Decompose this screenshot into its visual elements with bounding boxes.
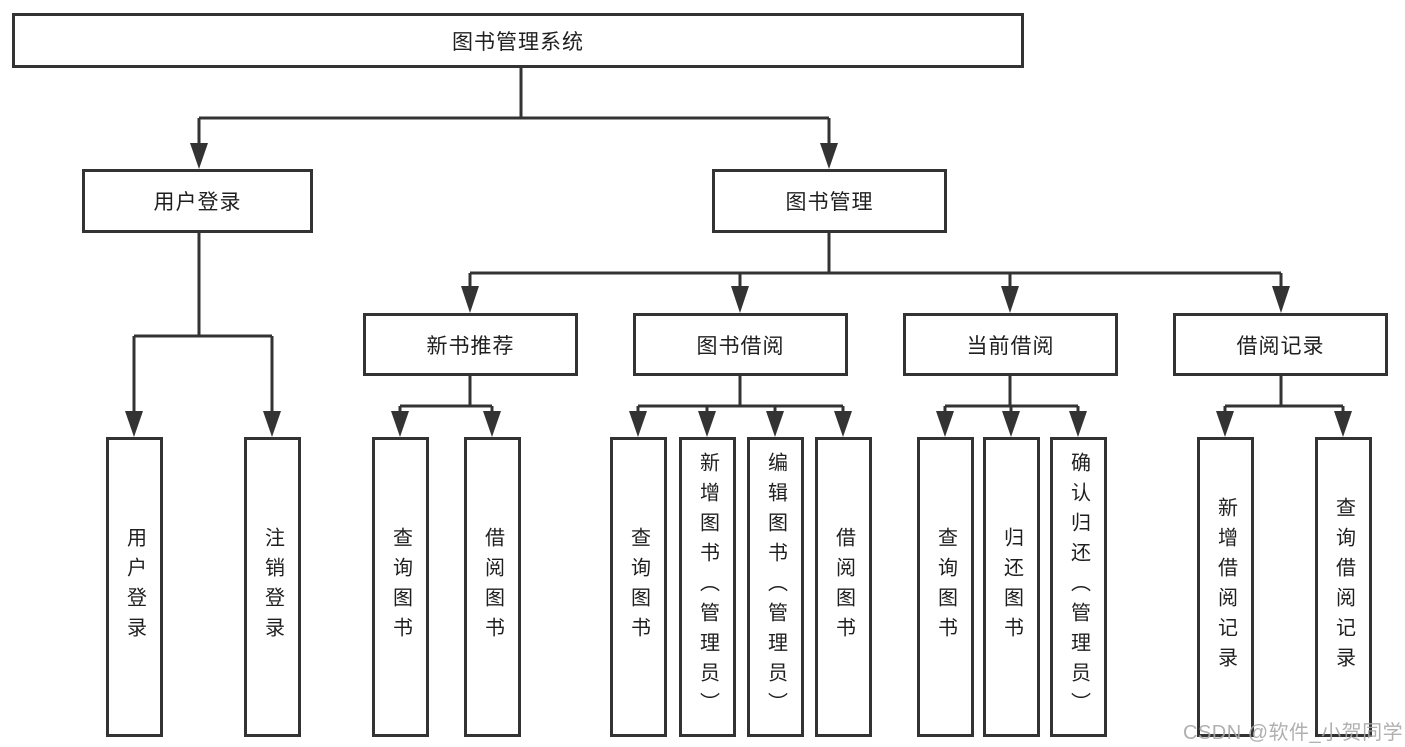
arrowhead	[125, 411, 143, 437]
leaf-add-book-admin: 新增图书（管理员）	[679, 437, 736, 737]
leaf-add-borrow-record: 新增借阅记录	[1197, 437, 1254, 737]
arrowhead	[834, 411, 852, 437]
arrowhead	[698, 411, 716, 437]
connector-book-borrowing-to-leaves	[629, 376, 852, 437]
leaf-query-books: 查询图书	[372, 437, 429, 737]
node-current-borrowing: 当前借阅	[903, 313, 1118, 376]
node-new-book-recommendation: 新书推荐	[363, 313, 578, 376]
leaf-query-books: 查询图书	[610, 437, 667, 737]
leaf-query-books: 查询图书	[917, 437, 974, 737]
arrowhead	[391, 411, 409, 437]
arrowhead	[1216, 411, 1234, 437]
leaf-confirm-return-admin: 确认归还（管理员）	[1050, 437, 1107, 737]
node-user-login: 用户登录	[82, 169, 313, 233]
arrowhead	[766, 411, 784, 437]
connector-root-to-level2	[190, 68, 838, 169]
leaf-edit-book-admin: 编辑图书（管理员）	[747, 437, 804, 737]
connector-borrowing-records-to-leaves	[1216, 376, 1352, 437]
connector-user-login-to-leaves	[125, 233, 281, 437]
connector-current-borrowing-to-leaves	[936, 376, 1087, 437]
arrowhead	[629, 411, 647, 437]
arrowhead	[1002, 411, 1020, 437]
node-borrowing-records: 借阅记录	[1173, 313, 1388, 376]
node-book-borrowing: 图书借阅	[633, 313, 848, 376]
arrowhead	[461, 286, 479, 313]
arrowhead	[1069, 411, 1087, 437]
arrowhead	[1334, 411, 1352, 437]
leaf-logout: 注销登录	[244, 437, 301, 737]
leaf-return-books: 归还图书	[983, 437, 1040, 737]
arrowhead	[936, 411, 954, 437]
leaf-borrow-books: 借阅图书	[464, 437, 521, 737]
connector-new-book-recommendation-to-leaves	[391, 376, 501, 437]
arrowhead	[263, 411, 281, 437]
arrowhead	[731, 286, 749, 313]
leaf-query-borrow-record: 查询借阅记录	[1315, 437, 1372, 737]
leaf-user-login: 用户登录	[106, 437, 163, 737]
arrowhead	[1001, 286, 1019, 313]
node-book-management: 图书管理	[712, 169, 947, 233]
arrowhead	[1272, 286, 1290, 313]
connector-book-management-to-level3	[461, 233, 1290, 313]
arrowhead	[820, 143, 838, 169]
arrowhead	[190, 143, 208, 169]
leaf-borrow-books: 借阅图书	[815, 437, 872, 737]
arrowhead	[483, 411, 501, 437]
node-library-management-system: 图书管理系统	[12, 13, 1024, 68]
csdn-watermark: CSDN @软件_小贺同学	[1183, 722, 1404, 744]
